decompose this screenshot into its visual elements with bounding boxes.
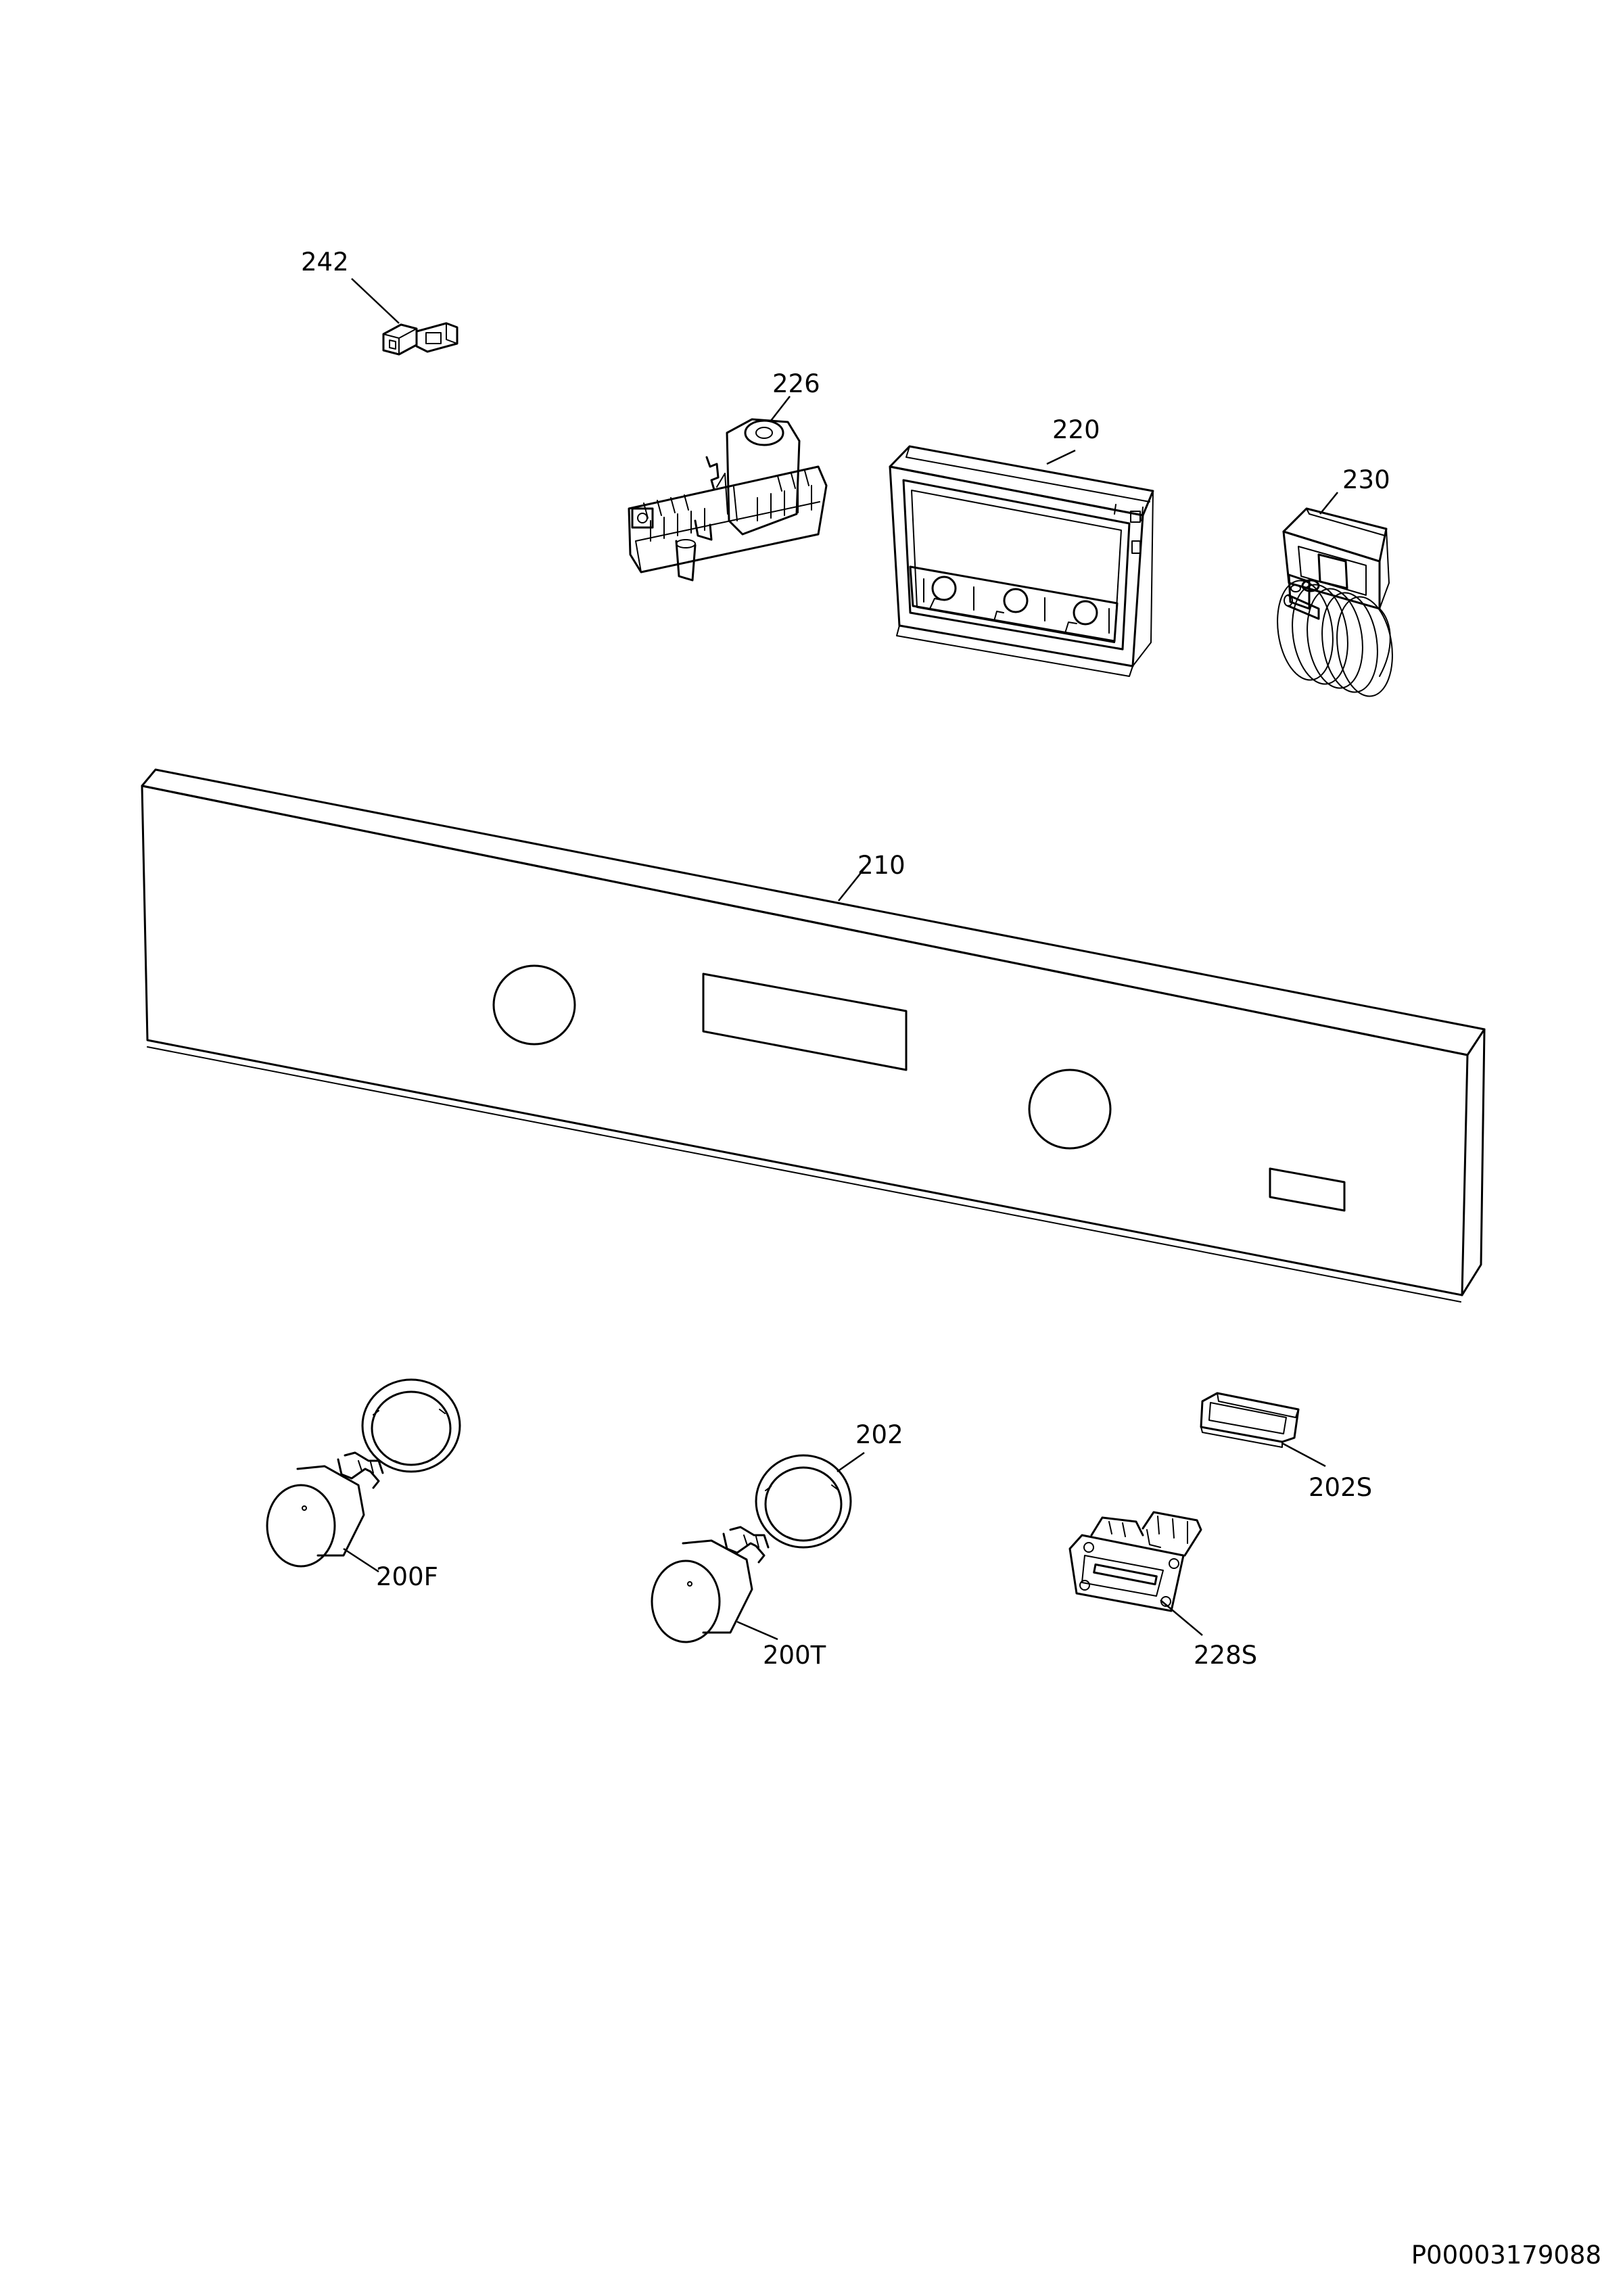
- part-242-connector: [382, 322, 458, 356]
- label-230: 230: [1342, 465, 1390, 494]
- label-210: 210: [857, 851, 905, 880]
- leader-202: [837, 1451, 865, 1473]
- leader-200f: [343, 1547, 379, 1573]
- part-200f-function-knob: [266, 1451, 384, 1568]
- label-202: 202: [855, 1420, 903, 1449]
- part-200t-temperature-knob: [651, 1526, 770, 1643]
- leader-228s: [1160, 1599, 1203, 1636]
- label-200t: 200T: [763, 1641, 826, 1670]
- leader-220: [1046, 449, 1076, 465]
- label-226: 226: [772, 369, 820, 398]
- label-220: 220: [1052, 415, 1100, 444]
- label-228s: 228S: [1194, 1641, 1257, 1670]
- label-200f: 200F: [376, 1562, 438, 1591]
- part-226-selector-switch: [628, 418, 828, 582]
- label-202s: 202S: [1309, 1473, 1372, 1502]
- leader-242: [351, 278, 400, 324]
- label-242: 242: [301, 248, 349, 277]
- part-228s-push-switch: [1068, 1511, 1202, 1612]
- part-202s-button-frame: [1200, 1392, 1300, 1448]
- leader-202s: [1281, 1442, 1326, 1468]
- part-210-control-panel: [141, 768, 1486, 1303]
- knob-hole-left: [492, 964, 576, 1046]
- document-id: P00003179088: [1411, 2241, 1601, 2270]
- leader-200t: [736, 1620, 778, 1641]
- leader-226: [770, 396, 791, 421]
- display-window: [702, 973, 908, 1071]
- knob-hole-right: [1028, 1069, 1112, 1150]
- button-window: [1269, 1167, 1346, 1212]
- leader-210: [838, 866, 866, 901]
- part-202-ring-middle: [755, 1454, 852, 1549]
- part-202-ring-left: [361, 1378, 461, 1473]
- leader-230: [1319, 492, 1338, 515]
- part-230-thermostat: [1277, 507, 1393, 697]
- part-220-display-housing: [889, 445, 1154, 677]
